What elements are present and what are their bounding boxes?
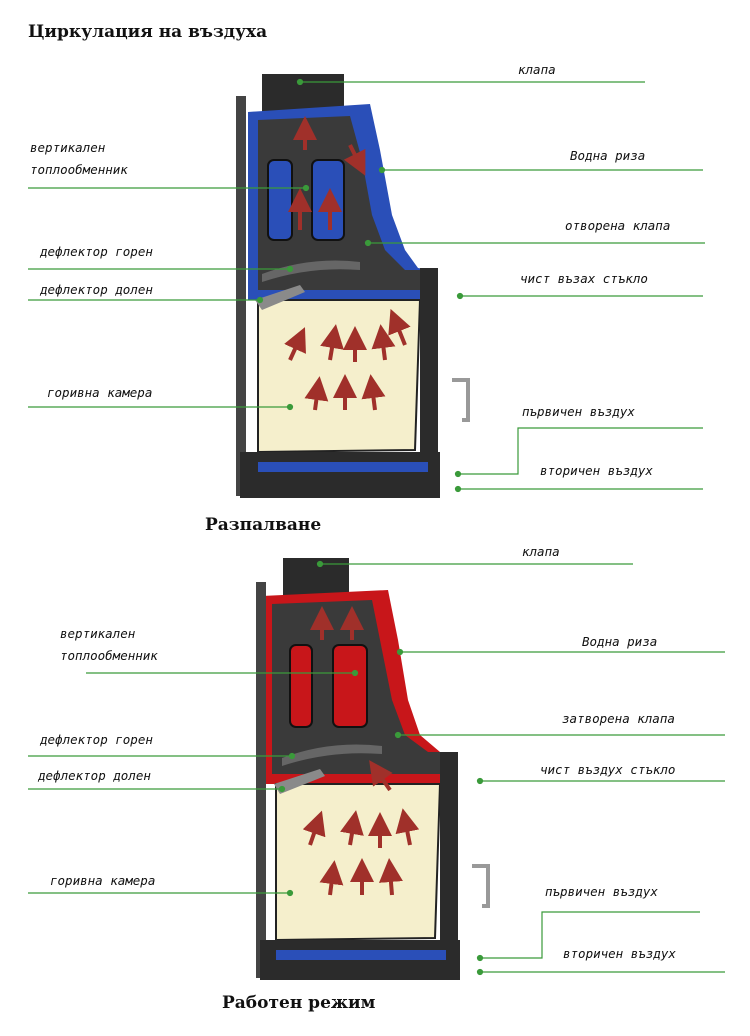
label-water-jacket: Водна риза [582, 634, 658, 649]
door-frame [420, 268, 438, 468]
label-water-jacket: Водна риза [570, 148, 646, 163]
caption-operation: Работен режим [222, 993, 376, 1013]
air-channel [258, 462, 428, 472]
label-damper: клапа [522, 544, 560, 559]
back-wall [256, 582, 266, 978]
door-handle [452, 378, 470, 422]
label-damper: клапа [518, 62, 556, 77]
deflector-bottom [255, 285, 305, 310]
base [240, 452, 440, 498]
label-vertical-exchanger: вертикален [60, 626, 136, 641]
fireplace-startup [236, 74, 470, 498]
fireplace-operation [256, 558, 490, 980]
air-channel [276, 950, 446, 960]
label-deflector-bottom: дефлектор долен [40, 282, 153, 297]
label-primary-air: първичен въздух [545, 884, 658, 899]
label-open-damper: отворена клапа [565, 218, 671, 233]
label-clean-glass: чист въздух стъкло [540, 762, 676, 777]
label-clean-glass: чист възах стъкло [520, 271, 648, 286]
label-deflector-top: дефлектор горен [40, 244, 153, 259]
deflector-top [262, 260, 360, 282]
leader-lines-top [28, 78, 705, 493]
flow-arrows [284, 116, 411, 411]
door-handle [472, 864, 490, 908]
deflector-top [282, 744, 382, 766]
back-wall [236, 96, 246, 496]
label-closed-damper: затворена клапа [562, 711, 675, 726]
exchanger-tube [289, 644, 313, 728]
label-primary-air: първичен въздух [522, 404, 635, 419]
page-title: Циркулация на въздуха [28, 22, 268, 42]
exchanger-tube [267, 159, 293, 241]
label-combustion-chamber: горивна камера [47, 385, 153, 400]
label-deflector-bottom: дефлектор долен [38, 768, 151, 783]
label-combustion-chamber: горивна камера [50, 873, 156, 888]
label-vertical-exchanger: вертикален [30, 140, 106, 155]
flow-arrows [302, 606, 420, 896]
label-deflector-top: дефлектор горен [40, 732, 153, 747]
label-vertical-exchanger: топлообменник [30, 162, 128, 177]
leader-lines-bottom [28, 560, 725, 976]
chimney-top [283, 558, 349, 598]
label-vertical-exchanger: топлообменник [60, 648, 158, 663]
combustion-chamber [275, 783, 442, 942]
deflector-bottom [274, 769, 325, 794]
label-secondary-air: вторичен въздух [540, 463, 653, 478]
caption-startup: Разпалване [205, 515, 322, 535]
label-secondary-air: вторичен въздух [563, 946, 676, 961]
door-frame [440, 752, 458, 952]
exchanger-tube [332, 644, 368, 728]
